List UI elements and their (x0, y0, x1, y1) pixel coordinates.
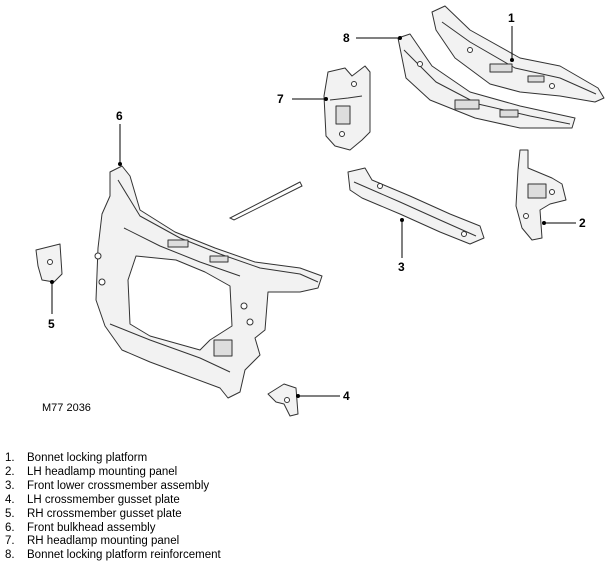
legend-item-label: RH headlamp mounting panel (27, 535, 180, 548)
lh-headlamp-mounting-panel (515, 149, 567, 241)
legend-item-label: RH crossmember gusset plate (27, 507, 182, 520)
legend-item-label: Front bulkhead assembly (27, 521, 156, 534)
legend-item: 3. Front lower crossmember assembly (5, 480, 221, 494)
legend-item-number: 2. (5, 465, 15, 478)
legend-item: 2. LH headlamp mounting panel (5, 466, 221, 480)
legend-item-label: LH crossmember gusset plate (27, 493, 180, 506)
legend-item: 8. Bonnet locking platform reinforcement (5, 549, 221, 563)
callout-7: 7 (277, 92, 284, 106)
front-lower-crossmember-assembly (347, 167, 485, 245)
legend-item-number: 5. (5, 507, 15, 520)
callout-2: 2 (579, 216, 586, 230)
callout-8: 8 (343, 31, 350, 45)
bonnet-locking-platform-reinforcement (397, 33, 576, 129)
exploded-parts-diagram: 1 2 3 4 5 6 7 8 (35, 5, 605, 417)
legend-item-number: 6. (5, 521, 15, 534)
front-bulkhead-assembly (94, 165, 323, 399)
legend-item: 5. RH crossmember gusset plate (5, 508, 221, 522)
legend-item: 1. Bonnet locking platform (5, 452, 221, 466)
figure-reference: M77 2036 (42, 402, 91, 414)
callout-6: 6 (116, 109, 123, 123)
rh-crossmember-gusset-plate (35, 243, 63, 283)
parts-legend: 1. Bonnet locking platform 2. LH headlamp m… (5, 452, 221, 563)
legend-item: 6. Front bulkhead assembly (5, 522, 221, 536)
legend-item-number: 1. (5, 452, 15, 464)
legend-item: 7. RH headlamp mounting panel (5, 535, 221, 549)
legend-item-label: Bonnet locking platform reinforcement (27, 549, 221, 562)
legend-item-number: 3. (5, 479, 15, 492)
lh-crossmember-gusset-plate (267, 383, 299, 417)
legend-item-label: Front lower crossmember assembly (27, 479, 210, 492)
exploded-view-wedge (228, 181, 303, 221)
callout-5: 5 (48, 317, 55, 331)
rh-headlamp-mounting-panel (323, 65, 371, 151)
legend-item-label: LH headlamp mounting panel (27, 465, 178, 478)
bonnet-locking-platform (431, 5, 605, 103)
legend-item-number: 4. (5, 493, 15, 506)
legend-item: 4. LH crossmember gusset plate (5, 494, 221, 508)
callout-4: 4 (343, 389, 350, 403)
callout-3: 3 (398, 260, 405, 274)
legend-item-number: 7. (5, 535, 15, 548)
callout-1: 1 (508, 11, 515, 25)
legend-item-label: Bonnet locking platform (27, 452, 148, 464)
legend-item-number: 8. (5, 549, 15, 562)
